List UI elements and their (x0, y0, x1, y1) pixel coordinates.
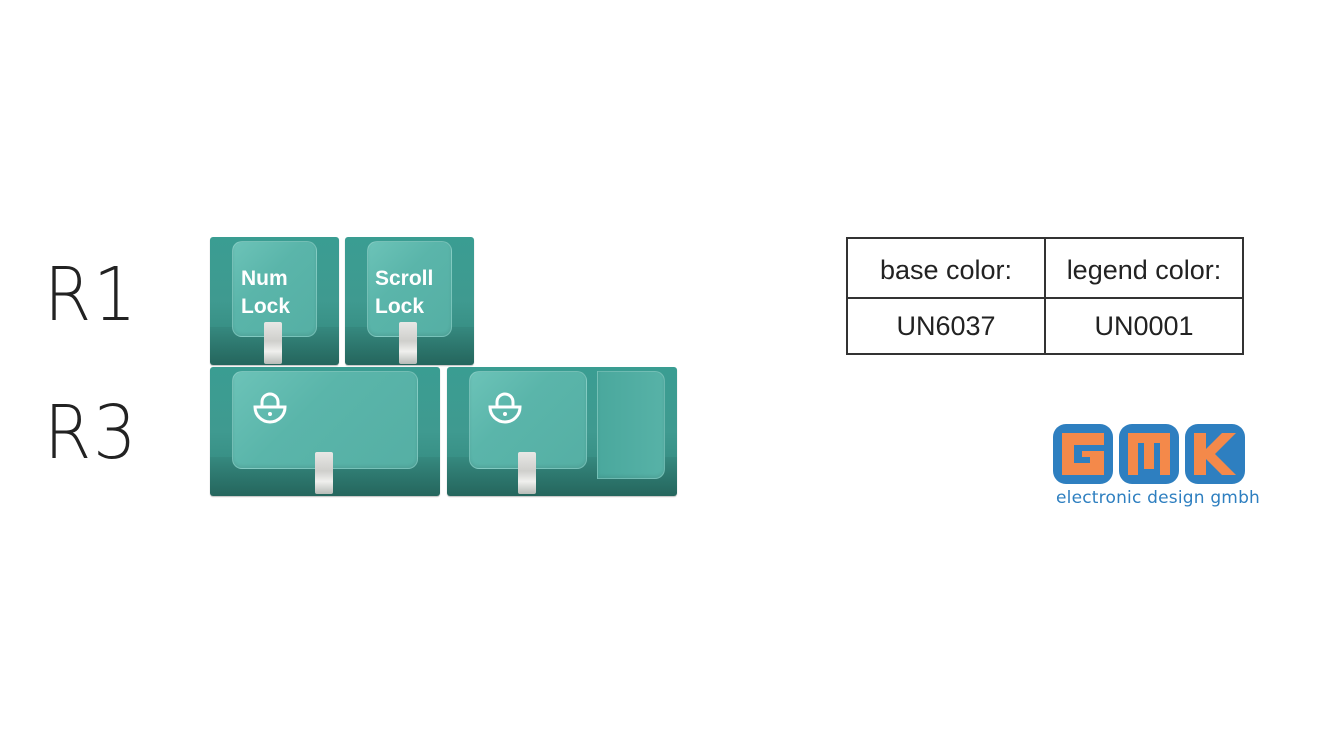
keycap-scroll-lock: Scroll Lock (345, 237, 474, 365)
lock-icon (253, 392, 287, 424)
keycap-legend: Num Lock (241, 265, 290, 321)
header-base-color: base color: (846, 237, 1046, 299)
row-label-r3: R3 (44, 390, 139, 476)
keycap-legend: Scroll Lock (375, 265, 433, 321)
legend-line-2: Lock (375, 295, 425, 318)
value-base-color: UN6037 (846, 297, 1046, 355)
keycap-stem (399, 322, 417, 364)
keycap-top-surface (367, 241, 452, 337)
keycap-caps-lock-wide (210, 367, 440, 496)
color-spec-table: base color: legend color: UN6037 UN0001 (846, 237, 1244, 355)
keycap-caps-lock-stepped (447, 367, 677, 496)
header-legend-color: legend color: (1044, 237, 1244, 299)
legend-line-1: Num (241, 267, 288, 290)
lock-icon (488, 392, 522, 424)
value-legend-color: UN0001 (1044, 297, 1244, 355)
table-header-row: base color: legend color: (846, 237, 1244, 299)
legend-line-2: Lock (241, 295, 291, 318)
row-label-r1: R1 (44, 252, 139, 338)
keycap-num-lock: Num Lock (210, 237, 339, 365)
table-row: UN6037 UN0001 (846, 297, 1244, 355)
keycap-top-surface (232, 241, 317, 337)
gmk-tagline: electronic design gmbh (1056, 488, 1261, 508)
legend-line-1: Scroll (375, 267, 434, 290)
keycap-stem (264, 322, 282, 364)
keycap-step-surface (597, 371, 665, 479)
keycap-stem (315, 452, 333, 494)
keycap-stem (518, 452, 536, 494)
gmk-logo (1053, 424, 1245, 484)
